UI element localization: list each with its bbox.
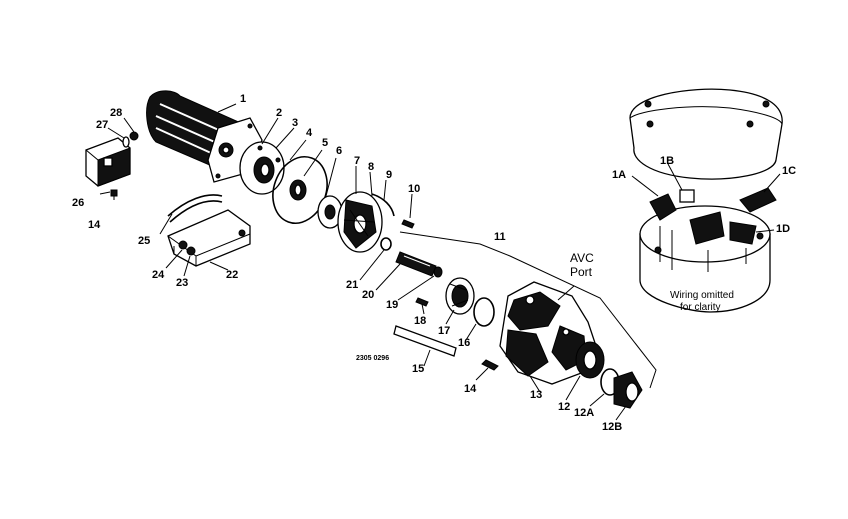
label-part-24: 24 [152,269,165,281]
wiring-note-line1: Wiring omitted [670,290,734,301]
base-part [167,194,251,267]
wiring-note-line2: for clarity [680,302,721,313]
label-part-7: 7 [354,155,360,167]
pin-part-10 [401,219,415,229]
label-part-1c: 1C [782,165,796,177]
clip-part-8-9 [371,193,395,217]
label-part-2: 2 [276,107,282,119]
avc-label-line1: AVC [570,251,594,265]
label-part-20: 20 [362,289,374,301]
label-part-18: 18 [414,315,426,327]
label-part-8: 8 [368,161,374,173]
label-part-4: 4 [306,127,313,139]
venturi-part-19 [433,266,443,278]
pipe-fitting-part-12 [575,341,605,379]
label-part-10: 10 [408,183,420,195]
screw-14-left [110,189,118,200]
label-part-14-bottom: 14 [464,383,477,395]
oring-part-16 [473,297,495,327]
label-part-27: 27 [96,119,108,131]
diffuser-part-7 [337,191,383,253]
label-part-5: 5 [322,137,328,149]
seal-plate-part [239,141,285,195]
leader-lines [99,103,781,421]
label-part-21: 21 [346,279,358,291]
label-part-28: 28 [110,107,122,119]
label-part-23: 23 [176,277,188,289]
rod-part-15 [393,325,457,357]
capacitor-box-part [85,131,139,187]
pin-part-18 [415,297,429,307]
avc-label-line2: Port [570,265,593,279]
label-part-11: 11 [494,231,506,243]
plug-part-12b [613,371,643,409]
bracket-line-11 [399,231,657,389]
label-part-17: 17 [438,325,450,337]
label-part-1b: 1B [660,155,674,167]
clip-part-14-bottom [481,359,499,371]
pressure-switch-part [629,88,783,313]
label-part-26: 26 [72,197,84,209]
label-part-13: 13 [530,389,542,401]
bearing-part-17 [445,277,475,315]
label-part-14-left: 14 [88,219,101,231]
label-part-15: 15 [412,363,424,375]
seal-part-5 [289,179,307,201]
label-part-22: 22 [226,269,238,281]
label-part-1d: 1D [776,223,790,235]
label-part-1a: 1A [612,169,626,181]
label-part-6: 6 [336,145,342,157]
drawing-number: 2305 0296 [356,355,389,362]
jet-part-20 [395,251,437,277]
label-part-25: 25 [138,235,150,247]
label-part-12b: 12B [602,421,622,433]
label-part-9: 9 [386,169,392,181]
label-part-16: 16 [458,337,470,349]
label-part-3: 3 [292,117,298,129]
label-part-12a: 12A [574,407,594,419]
label-part-19: 19 [386,299,398,311]
oring-part-21 [380,237,392,251]
label-part-1: 1 [240,93,246,105]
label-part-12: 12 [558,401,570,413]
